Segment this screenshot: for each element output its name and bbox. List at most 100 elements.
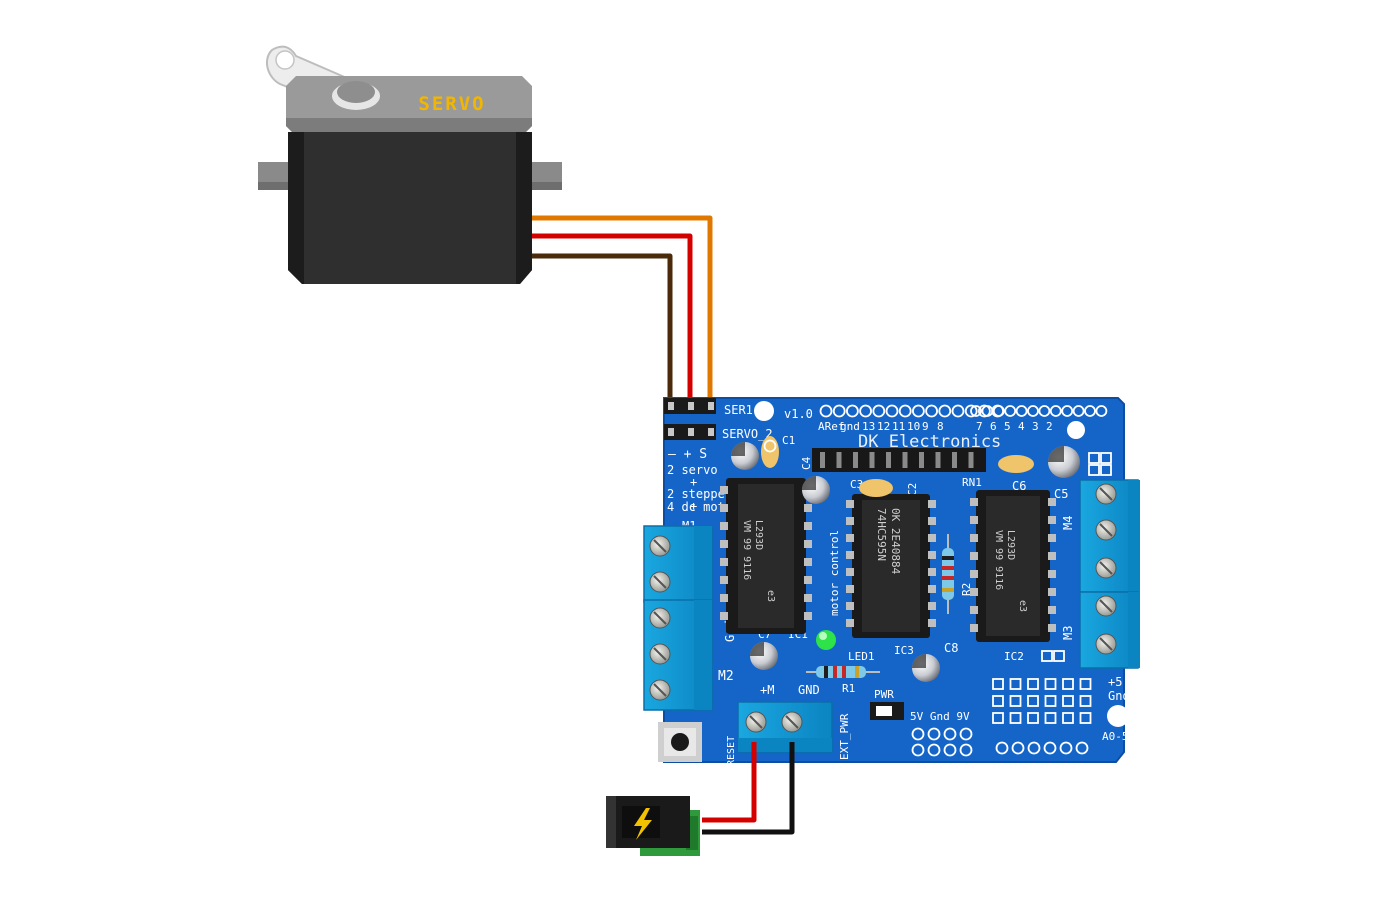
ic-pin	[720, 576, 728, 584]
ic2-label: IC2	[1004, 650, 1024, 663]
ic-pin	[804, 576, 812, 584]
ic-pin	[970, 534, 978, 542]
m3-label: M3	[1061, 626, 1075, 640]
reset-button[interactable]	[658, 722, 702, 762]
header-pad	[959, 727, 973, 741]
ic-pin	[720, 486, 728, 494]
r1-label: R1	[842, 682, 855, 695]
header-pad	[964, 404, 978, 418]
ic2-text-2: VM 99 9116	[993, 530, 1004, 590]
digital-pin-label: 11	[892, 420, 905, 433]
header-pad	[943, 727, 957, 741]
header-pad	[1072, 405, 1085, 417]
rn1-pin	[935, 452, 941, 468]
rn1-pin	[968, 452, 974, 468]
servo-label: SERVO	[418, 93, 485, 115]
gnd-terminal-label: GND	[798, 683, 820, 697]
ic3-74hc595-chip: 74HC595N 0K 2E40884	[852, 494, 930, 638]
ic-pin	[846, 517, 854, 525]
servo2-label: SERVO_2	[722, 427, 773, 441]
ic-pin	[970, 516, 978, 524]
header-pad	[1061, 405, 1074, 417]
c6-label: C6	[1012, 479, 1026, 493]
digital-pin-label: 8	[937, 420, 944, 433]
header-pads	[763, 439, 1112, 757]
ic-pin	[846, 602, 854, 610]
pwr-jumper[interactable]	[870, 702, 904, 720]
digital-pin-label: 4	[1018, 420, 1025, 433]
header-pad	[1079, 678, 1092, 690]
ic-pin	[804, 540, 812, 548]
c1-label: C1	[782, 434, 795, 447]
ic-pin	[1048, 516, 1056, 524]
mounting-hole	[1107, 705, 1129, 727]
a0-5-label: A0-5	[1102, 730, 1129, 743]
header-pad	[938, 404, 952, 418]
electrolytic-capacitor	[802, 476, 830, 504]
mounting-hole	[754, 401, 774, 421]
header-pad	[1062, 678, 1074, 690]
header-pad	[911, 727, 925, 741]
pin-symbols-label: – + S	[668, 447, 707, 462]
header-pad	[1084, 405, 1096, 417]
ic-pin	[804, 504, 812, 512]
header-pad	[1062, 712, 1074, 724]
header-pad	[1079, 712, 1092, 724]
ic-pin	[928, 568, 936, 576]
ic-pin	[720, 504, 728, 512]
ic-pin	[970, 606, 978, 614]
header-pad	[992, 712, 1004, 724]
screw-terminals	[643, 479, 1140, 753]
header-pad	[1075, 741, 1089, 755]
rn1-pin	[919, 452, 924, 468]
header-pad	[959, 743, 973, 757]
header-pad	[1027, 741, 1041, 755]
ic-pin	[1048, 588, 1056, 596]
dc-negative-wire	[702, 742, 795, 835]
header-pad	[1027, 712, 1039, 724]
jumper-labels: 5V Gnd 9V	[910, 710, 970, 723]
ic-pin	[928, 585, 936, 593]
header-pad	[859, 404, 872, 418]
electrolytic-capacitor	[912, 654, 940, 682]
m4-label: M4	[1061, 516, 1075, 530]
header-pad	[992, 695, 1004, 707]
header-pad	[1009, 712, 1022, 724]
ceramic-capacitor	[859, 479, 893, 497]
ic-pin	[846, 619, 854, 627]
ic-pin	[846, 500, 854, 508]
rn1-label: RN1	[962, 476, 982, 489]
ic-pin	[928, 500, 936, 508]
header-pad	[1004, 405, 1017, 417]
header-pad	[1059, 741, 1073, 755]
header-pad	[1027, 695, 1039, 707]
electrolytic-capacitor	[1048, 446, 1080, 478]
digital-pin-label: 3	[1032, 420, 1039, 433]
rn1-pin	[952, 452, 957, 468]
ic1-text-1: L293D	[753, 520, 764, 550]
plus-m-label: +M	[760, 683, 774, 697]
ic1-text-2: VM 99 9116	[741, 520, 752, 580]
header-pad	[1038, 405, 1051, 417]
header-pad	[885, 404, 899, 418]
resistor-r2	[942, 534, 954, 614]
power-cable	[702, 742, 795, 835]
header-pad	[925, 404, 938, 418]
rn1-pin	[820, 452, 825, 468]
header-pad	[1095, 405, 1108, 417]
digital-pin-label: 10	[907, 420, 920, 433]
header-pad	[1062, 695, 1074, 707]
ic-pin	[928, 534, 936, 542]
ic-pin	[1048, 498, 1056, 506]
header-pad	[1027, 678, 1039, 690]
ic-pin	[928, 619, 936, 627]
header-pad	[1044, 712, 1057, 724]
ic-pin	[1048, 552, 1056, 560]
header-pad	[819, 404, 833, 418]
header-pad	[1015, 405, 1028, 417]
motor-control-label: motor control	[828, 530, 841, 616]
header-pad	[992, 678, 1004, 690]
ic3-text-2: 0K 2E40884	[889, 508, 902, 575]
